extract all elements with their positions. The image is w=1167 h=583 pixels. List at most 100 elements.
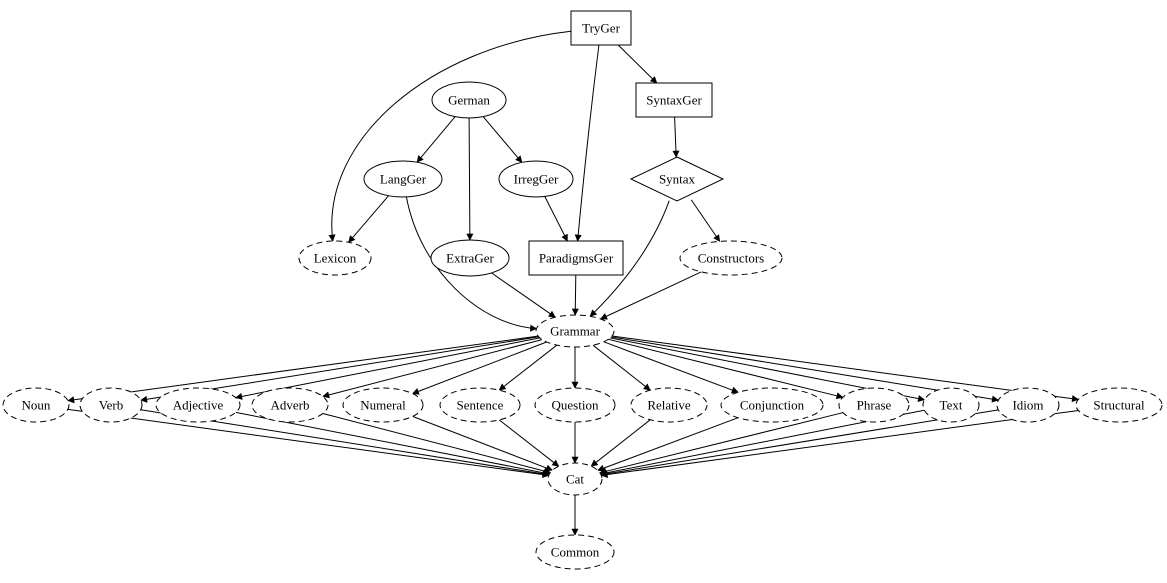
node-Constructors: Constructors	[679, 240, 783, 276]
node-Grammar: Grammar	[535, 314, 615, 348]
node-Verb: Verb	[79, 387, 143, 423]
node-label-LangGer: LangGer	[380, 172, 427, 187]
node-label-IrregGer: IrregGer	[514, 172, 559, 187]
edge-Phrase-Cat	[599, 412, 843, 475]
node-label-Cat: Cat	[566, 472, 584, 487]
node-label-Lexicon: Lexicon	[314, 251, 357, 266]
ellipse-shape	[922, 387, 980, 423]
node-label-Noun: Noun	[22, 398, 51, 413]
node-Adverb: Adverb	[251, 387, 329, 423]
ellipse-shape	[298, 240, 372, 276]
diamond-shape	[629, 156, 725, 202]
node-Idiom: Idiom	[996, 387, 1060, 423]
ellipse-shape	[430, 239, 510, 277]
edge-Structural-Cat	[600, 410, 1079, 479]
edge-Grammar-Phrase	[608, 338, 844, 400]
node-label-Relative: Relative	[647, 398, 691, 413]
node-label-Idiom: Idiom	[1012, 398, 1043, 413]
edge-German-LangGer	[416, 116, 456, 163]
node-label-ExtraGer: ExtraGer	[446, 251, 494, 266]
edge-Sentence-Cat	[498, 419, 560, 467]
edge-Grammar-Adverb	[322, 339, 543, 399]
edge-Grammar-Conjunction	[603, 341, 739, 394]
node-label-ParadigmsGer: ParadigmsGer	[539, 251, 614, 266]
node-Phrase: Phrase	[838, 387, 910, 423]
box-shape	[635, 82, 713, 118]
node-Sentence: Sentence	[439, 387, 521, 423]
node-label-Sentence: Sentence	[457, 398, 504, 413]
edge-Adjective-Cat	[235, 411, 551, 477]
node-label-SyntaxGer: SyntaxGer	[646, 93, 702, 108]
edge-Grammar-Relative	[592, 344, 651, 391]
node-label-Phrase: Phrase	[857, 398, 892, 413]
node-LangGer: LangGer	[363, 160, 443, 198]
node-Adjective: Adjective	[155, 387, 241, 423]
ellipse-shape	[363, 160, 443, 198]
edge-Grammar-Sentence	[498, 344, 558, 391]
node-label-Adjective: Adjective	[173, 398, 224, 413]
node-SyntaxGer: SyntaxGer	[635, 82, 713, 118]
node-IrregGer: IrregGer	[498, 160, 574, 198]
edge-Noun-Cat	[67, 408, 550, 479]
node-label-Constructors: Constructors	[698, 251, 764, 266]
edge-German-ExtraGer	[466, 117, 474, 241]
node-label-Text: Text	[940, 398, 963, 413]
node-Cat: Cat	[547, 462, 603, 496]
edge-LangGer-Grammar	[405, 196, 538, 332]
ellipse-shape	[630, 387, 708, 423]
node-label-Question: Question	[552, 398, 599, 413]
node-Noun: Noun	[2, 387, 70, 423]
edge-TryGer-Lexicon	[328, 30, 572, 242]
box-shape	[528, 240, 624, 276]
edge-Grammar-Structural	[611, 335, 1079, 403]
node-label-Syntax: Syntax	[659, 172, 696, 187]
node-Relative: Relative	[630, 387, 708, 423]
node-label-German: German	[448, 93, 490, 108]
edge-Conjunction-Cat	[597, 417, 739, 472]
ellipse-shape	[720, 387, 824, 423]
ellipse-shape	[996, 387, 1060, 423]
edge-Grammar-Idiom	[611, 336, 999, 403]
ellipse-shape	[534, 387, 616, 423]
ellipse-shape	[679, 240, 783, 276]
node-Numeral: Numeral	[342, 387, 424, 423]
node-label-Grammar: Grammar	[550, 324, 600, 339]
node-label-Structural: Structural	[1093, 398, 1145, 413]
edge-Syntax-Grammar	[589, 200, 670, 317]
node-Question: Question	[534, 387, 616, 423]
node-label-TryGer: TryGer	[582, 21, 620, 36]
ellipse-shape	[79, 387, 143, 423]
node-label-Conjunction: Conjunction	[740, 398, 805, 413]
edge-LangGer-Lexicon	[348, 195, 389, 243]
node-label-Numeral: Numeral	[360, 398, 406, 413]
edges-layer	[67, 30, 1079, 536]
node-Structural: Structural	[1075, 387, 1163, 423]
edge-IrregGer-ParadigmsGer	[544, 196, 568, 242]
node-Lexicon: Lexicon	[298, 240, 372, 276]
node-Text: Text	[922, 387, 980, 423]
edge-Numeral-Cat	[412, 415, 554, 472]
node-ExtraGer: ExtraGer	[430, 239, 510, 277]
node-TryGer: TryGer	[570, 10, 632, 46]
edge-Constructors-Grammar	[600, 271, 702, 320]
ellipse-shape	[431, 81, 507, 119]
ellipse-shape	[547, 462, 603, 496]
node-label-Verb: Verb	[99, 398, 124, 413]
ellipse-shape	[498, 160, 574, 198]
edge-Grammar-Numeral	[411, 341, 547, 395]
edge-Idiom-Cat	[600, 409, 999, 478]
node-label-Adverb: Adverb	[271, 398, 310, 413]
node-Common: Common	[535, 534, 615, 570]
edge-Grammar-Noun	[67, 335, 539, 404]
edge-SyntaxGer-Syntax	[672, 116, 680, 158]
edge-ParadigmsGer-Grammar	[571, 274, 579, 316]
ellipse-shape	[251, 387, 329, 423]
edge-German-IrregGer	[482, 116, 523, 163]
edge-TryGer-SyntaxGer	[617, 44, 658, 84]
ellipse-shape	[439, 387, 521, 423]
ellipse-shape	[2, 387, 70, 423]
ellipse-shape	[1075, 387, 1163, 423]
node-ParadigmsGer: ParadigmsGer	[528, 240, 624, 276]
